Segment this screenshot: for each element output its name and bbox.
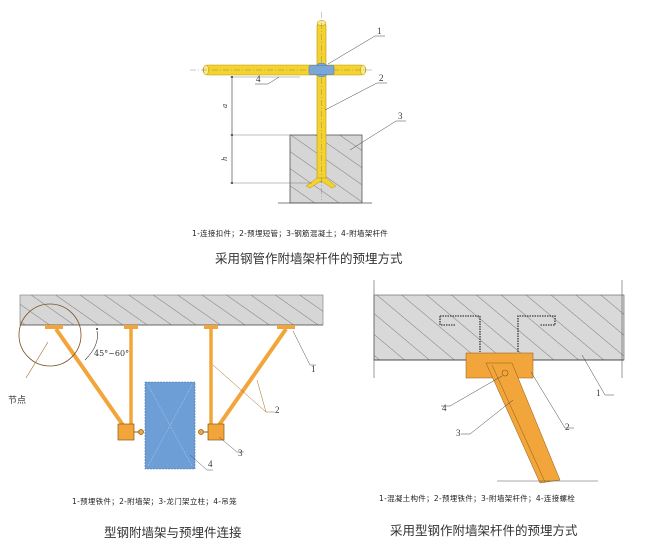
- embedded-plate: [277, 325, 295, 329]
- figure-section-steel: 1 2 3 4: [373, 280, 625, 484]
- dimension-label-a: a: [221, 104, 229, 108]
- callout-1: 1: [311, 364, 316, 374]
- wall-bar-steel: [485, 362, 561, 484]
- callout-2: 2: [275, 405, 280, 415]
- callout-3: 3: [238, 448, 243, 458]
- gantry-column-left: [117, 423, 144, 441]
- legend-section-steel: 1-混凝土构件；2-预埋铁件；3-附墙架杆件；4-连接螺栓: [379, 494, 576, 503]
- concrete-member: [373, 294, 625, 361]
- callout-3: 3: [456, 428, 461, 438]
- pipe-anchor-flare: [305, 177, 337, 189]
- embedded-plate: [45, 325, 63, 329]
- concrete-slab: [19, 294, 324, 326]
- figure-steel-pipe: a h 1 2 3 4: [190, 12, 406, 204]
- figure-steel-frame-connection: 节点 45°~60° 1 2 3 4: [8, 294, 324, 471]
- callout-3: 3: [398, 111, 403, 121]
- callout-2: 2: [379, 73, 384, 83]
- wall-brace: [215, 327, 288, 430]
- callout-1: 1: [596, 388, 601, 398]
- hoist-cage: [144, 381, 196, 470]
- wall-brace: [54, 327, 127, 430]
- callout-1: 1: [377, 26, 382, 36]
- callout-4: 4: [442, 403, 447, 413]
- node-label: 节点: [8, 395, 26, 406]
- caption-steel-pipe: 采用钢管作附墙架杆件的预埋方式: [215, 251, 403, 266]
- embedded-plate: [204, 325, 218, 329]
- gantry-column-right: [198, 423, 225, 441]
- dimension-label-h: h: [221, 156, 229, 161]
- angle-label: 45°~60°: [94, 349, 129, 358]
- embedded-plate: [124, 325, 138, 329]
- callout-2: 2: [565, 422, 570, 432]
- callout-4: 4: [208, 459, 213, 469]
- legend-steel-pipe: 1-连接扣件；2-预埋短管；3-钢筋混凝土；4-附墙架杆件: [192, 229, 389, 238]
- callout-4: 4: [256, 74, 261, 84]
- connecting-bolt: [501, 369, 509, 377]
- caption-section-steel: 采用型钢作附墙架杆件的预埋方式: [390, 523, 578, 538]
- caption-steel-frame: 型钢附墙架与预埋件连接: [104, 525, 242, 540]
- connecting-clamp: [308, 62, 335, 78]
- node-circle: [18, 303, 82, 367]
- legend-steel-frame: 1-预埋铁件；2-附墙架；3-龙门架立柱；4-吊笼: [72, 497, 237, 506]
